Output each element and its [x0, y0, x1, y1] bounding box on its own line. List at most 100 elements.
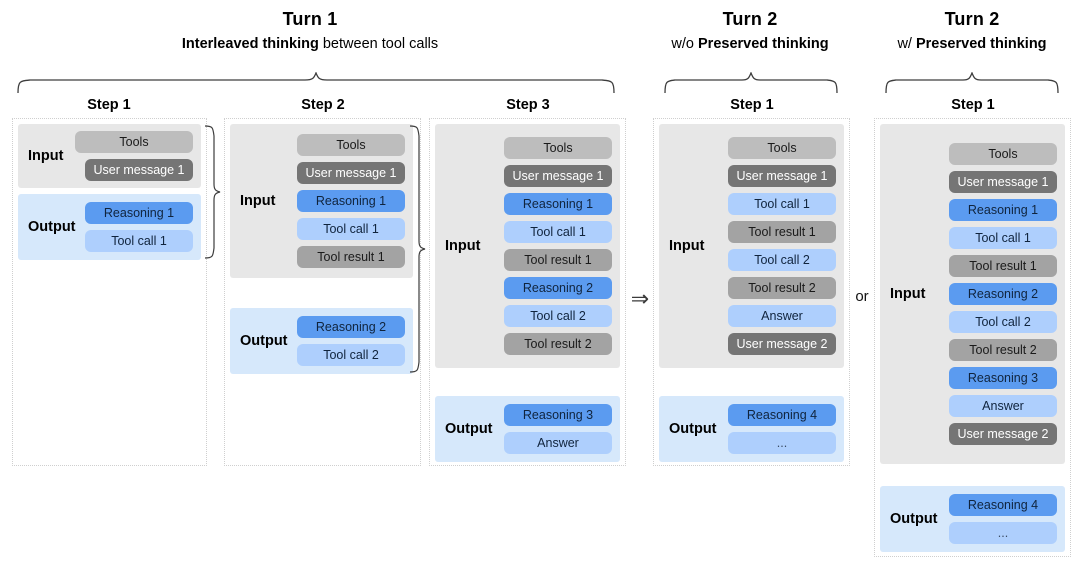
pill-reasoning[interactable]: Reasoning 1 [85, 202, 193, 224]
brace-side-turn1-step1 [203, 124, 221, 260]
input-pill-stack: Tools User message 1 Tool call 1 Tool re… [710, 129, 844, 363]
input-block-turn1-step1: Input Tools User message 1 [18, 124, 201, 188]
output-pill-stack: Reasoning 2 Tool call 2 [294, 308, 413, 374]
step-label-t1-s1: Step 1 [87, 97, 131, 113]
pill-user-message[interactable]: User message 1 [728, 165, 836, 187]
pill-tools[interactable]: Tools [949, 143, 1057, 165]
brace-top-turn-1 [16, 72, 616, 94]
header-subtitle-emphasis: Interleaved thinking [181, 36, 319, 52]
input-label: Input [669, 238, 705, 254]
pill-tool-call[interactable]: Tool call 2 [504, 305, 612, 327]
step-label-t1-s3: Step 3 [506, 97, 550, 113]
output-label: Output [445, 421, 493, 437]
output-label: Output [28, 219, 76, 235]
pill-tool-call[interactable]: Tool call 1 [949, 227, 1057, 249]
output-pill-stack: Reasoning 4 ... [723, 396, 844, 462]
output-label: Output [669, 421, 717, 437]
pill-tools[interactable]: Tools [728, 137, 836, 159]
pill-user-message[interactable]: User message 1 [297, 162, 405, 184]
pill-answer[interactable]: Answer [728, 305, 836, 327]
header-subtitle-emphasis: Preserved thinking [915, 36, 1047, 52]
brace-side-turn1-step2 [408, 124, 426, 374]
column-region-turn1-step2 [224, 118, 421, 466]
pill-tool-result[interactable]: Tool result 1 [504, 249, 612, 271]
output-pill-stack: Reasoning 4 ... [944, 486, 1065, 552]
header-row: Turn 1 Interleaved thinking between tool… [0, 0, 1080, 100]
pill-user-message[interactable]: User message 1 [949, 171, 1057, 193]
header-turn-subtitle: w/o Preserved thinking [645, 34, 855, 54]
header-subtitle-prefix: w/o [671, 36, 699, 52]
pill-reasoning[interactable]: Reasoning 4 [728, 404, 836, 426]
pill-tool-result[interactable]: Tool result 1 [728, 221, 836, 243]
pill-tool-call[interactable]: Tool call 1 [728, 193, 836, 215]
pill-user-message[interactable]: User message 2 [949, 423, 1057, 445]
input-pill-stack: Tools User message 1 Reasoning 1 Tool ca… [931, 135, 1065, 453]
pill-answer[interactable]: Answer [504, 432, 612, 454]
column-region-turn1-step3 [429, 118, 626, 466]
input-label: Input [445, 238, 481, 254]
pill-reasoning[interactable]: Reasoning 1 [297, 190, 405, 212]
pill-tool-result[interactable]: Tool result 1 [297, 246, 405, 268]
header-group-turn-1: Turn 1 Interleaved thinking between tool… [0, 8, 620, 54]
pill-user-message[interactable]: User message 2 [728, 333, 836, 355]
pill-tool-result[interactable]: Tool result 2 [728, 277, 836, 299]
input-pill-stack: Tools User message 1 [69, 123, 201, 189]
input-pill-stack: Tools User message 1 Reasoning 1 Tool ca… [281, 126, 413, 276]
output-pill-stack: Reasoning 1 Tool call 1 [82, 194, 201, 260]
output-block-turn1-step1: Output Reasoning 1 Tool call 1 [18, 194, 201, 260]
pill-reasoning[interactable]: Reasoning 1 [504, 193, 612, 215]
pill-reasoning[interactable]: Reasoning 1 [949, 199, 1057, 221]
pill-tool-call[interactable]: Tool call 1 [297, 218, 405, 240]
pill-user-message[interactable]: User message 1 [504, 165, 612, 187]
column-region-turn2-with-step1 [874, 118, 1071, 557]
header-turn-title: Turn 1 [282, 9, 338, 29]
pill-tool-call[interactable]: Tool call 1 [85, 230, 193, 252]
pill-tool-call[interactable]: Tool call 1 [504, 221, 612, 243]
pill-user-message[interactable]: User message 1 [85, 159, 193, 181]
pill-reasoning[interactable]: Reasoning 2 [504, 277, 612, 299]
output-block-turn1-step3: Output Reasoning 3 Answer [435, 396, 620, 462]
pill-tool-result[interactable]: Tool result 2 [504, 333, 612, 355]
pill-continuation[interactable]: ... [728, 432, 836, 454]
brace-top-turn-2-with [884, 72, 1060, 94]
pill-reasoning[interactable]: Reasoning 2 [949, 283, 1057, 305]
pill-tools[interactable]: Tools [75, 131, 193, 153]
pill-reasoning[interactable]: Reasoning 4 [949, 494, 1057, 516]
header-group-turn-2-without: Turn 2 w/o Preserved thinking [645, 8, 855, 54]
pill-reasoning[interactable]: Reasoning 3 [949, 367, 1057, 389]
output-pill-stack: Reasoning 3 Answer [499, 396, 620, 462]
pill-tool-result[interactable]: Tool result 2 [949, 339, 1057, 361]
input-block-turn2-without-step1: Input Tools User message 1 Tool call 1 T… [659, 124, 844, 368]
header-subtitle-emphasis: Preserved thinking [698, 36, 829, 52]
output-label: Output [240, 333, 288, 349]
step-label-t2w-s1: Step 1 [951, 97, 995, 113]
or-connector: or [855, 288, 869, 305]
header-turn-title: Turn 2 [722, 9, 778, 29]
step-label-t2wo-s1: Step 1 [730, 97, 774, 113]
output-block-turn2-without-step1: Output Reasoning 4 ... [659, 396, 844, 462]
header-turn-subtitle: Interleaved thinking between tool calls [0, 34, 620, 54]
header-group-turn-2-with: Turn 2 w/ Preserved thinking [866, 8, 1078, 54]
input-block-turn1-step3: Input Tools User message 1 Reasoning 1 T… [435, 124, 620, 368]
pill-tools[interactable]: Tools [297, 134, 405, 156]
header-subtitle-suffix: between tool calls [318, 36, 439, 52]
pill-answer[interactable]: Answer [949, 395, 1057, 417]
pill-continuation[interactable]: ... [949, 522, 1057, 544]
header-subtitle-prefix: w/ [897, 36, 916, 52]
step-label-t1-s2: Step 2 [301, 97, 345, 113]
pill-tool-call[interactable]: Tool call 2 [297, 344, 405, 366]
output-block-turn1-step2: Output Reasoning 2 Tool call 2 [230, 308, 413, 374]
pill-tools[interactable]: Tools [504, 137, 612, 159]
input-label: Input [28, 148, 64, 164]
header-turn-subtitle: w/ Preserved thinking [866, 34, 1078, 54]
pill-reasoning[interactable]: Reasoning 2 [297, 316, 405, 338]
input-block-turn1-step2: Input Tools User message 1 Reasoning 1 T… [230, 124, 413, 278]
pill-tool-result[interactable]: Tool result 1 [949, 255, 1057, 277]
input-pill-stack: Tools User message 1 Reasoning 1 Tool ca… [486, 129, 620, 363]
column-region-turn2-without-step1 [653, 118, 850, 466]
input-label: Input [240, 193, 276, 209]
pill-reasoning[interactable]: Reasoning 3 [504, 404, 612, 426]
column-region-turn1-step1 [12, 118, 207, 466]
pill-tool-call[interactable]: Tool call 2 [728, 249, 836, 271]
pill-tool-call[interactable]: Tool call 2 [949, 311, 1057, 333]
